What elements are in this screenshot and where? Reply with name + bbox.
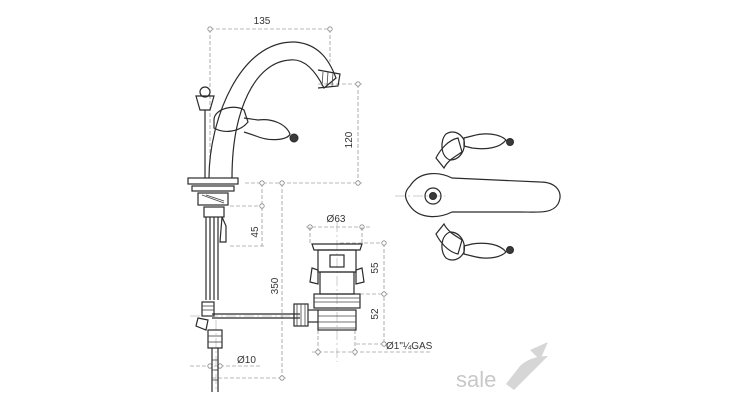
dim-label-diameter-10: Ø10 — [237, 355, 256, 366]
dim-label-55: 55 — [370, 262, 381, 274]
dim-label-diameter-63: Ø63 — [327, 214, 346, 225]
dim-label-52: 52 — [370, 308, 381, 320]
dimension-lines — [190, 26, 445, 392]
brand-logo: sale — [456, 342, 548, 392]
brand-name: sale — [456, 367, 496, 392]
faucet-top-view — [404, 131, 561, 261]
waste-drain — [293, 243, 365, 331]
dim-label-thread: Ø1"¼GAS — [386, 340, 433, 352]
dim-label-350: 350 — [270, 277, 281, 294]
dim-label-135: 135 — [254, 16, 271, 27]
faucet-side-view — [187, 41, 341, 392]
dim-label-120: 120 — [344, 131, 355, 148]
dim-label-45: 45 — [250, 226, 261, 238]
